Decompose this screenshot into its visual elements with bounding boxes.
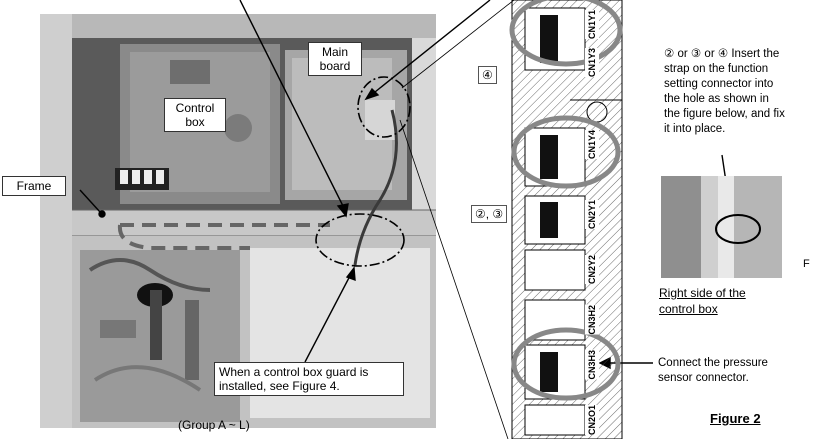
main-board-label-line2: board <box>319 59 351 73</box>
frame-label: Frame <box>2 176 66 196</box>
instruction-line3: setting connector into <box>664 78 774 90</box>
pressure-line2: sensor connector. <box>658 372 749 384</box>
right-side-line2: control box <box>659 302 718 316</box>
step4-badge: ④ <box>478 66 497 84</box>
connector-highlights <box>509 0 623 401</box>
connector-label: CN1Y4 <box>585 130 599 160</box>
figure-title: Figure 2 <box>710 411 761 426</box>
control-box-label: Control box <box>164 98 226 132</box>
cut-off-letter: F <box>803 258 810 270</box>
connector-label: CN3H3 <box>585 350 599 380</box>
pressure-note: Connect the pressure sensor connector. <box>658 356 768 386</box>
connector-label: CN3H2 <box>585 305 599 335</box>
instruction-line6: it into place. <box>664 123 726 135</box>
frame-highlight <box>315 213 405 267</box>
control-box-label-line2: box <box>185 115 205 129</box>
guard-note-line1: When a control box guard is <box>219 365 369 379</box>
control-box-label-line1: Control <box>175 101 215 115</box>
instruction-line2: strap on the function <box>664 63 769 75</box>
guide-lines <box>399 0 515 439</box>
main-board-label-line1: Main <box>321 45 348 59</box>
connector-label: CN1Y3 <box>585 48 599 78</box>
step23-badge: ②, ③ <box>471 205 508 223</box>
main-board-highlight <box>357 76 411 138</box>
pressure-line1: Connect the pressure <box>658 357 768 369</box>
instruction-line5: the figure below, and fix <box>664 108 785 120</box>
main-board-label: Main board <box>308 42 362 76</box>
connector-label: CN2O1 <box>585 405 599 436</box>
instruction-line4: the hole as shown in <box>664 93 769 105</box>
connector-label: CN1Y1 <box>585 10 599 40</box>
right-side-caption: Right side of the control box <box>659 285 746 317</box>
guard-note-line2: installed, see Figure 4. <box>219 379 340 393</box>
right-side-line1: Right side of the <box>659 286 746 300</box>
connector-label: CN2Y2 <box>585 255 599 285</box>
connector-strip <box>511 0 623 439</box>
group-caption: (Group A ~ L) <box>178 418 250 432</box>
connector-label: CN2Y1 <box>585 200 599 230</box>
instruction-line1: ② or ③ or ④ Insert the <box>664 48 780 60</box>
instruction-text: ② or ③ or ④ Insert the strap on the func… <box>664 47 785 137</box>
guard-note: When a control box guard is installed, s… <box>214 362 404 396</box>
side-photo <box>661 176 782 278</box>
